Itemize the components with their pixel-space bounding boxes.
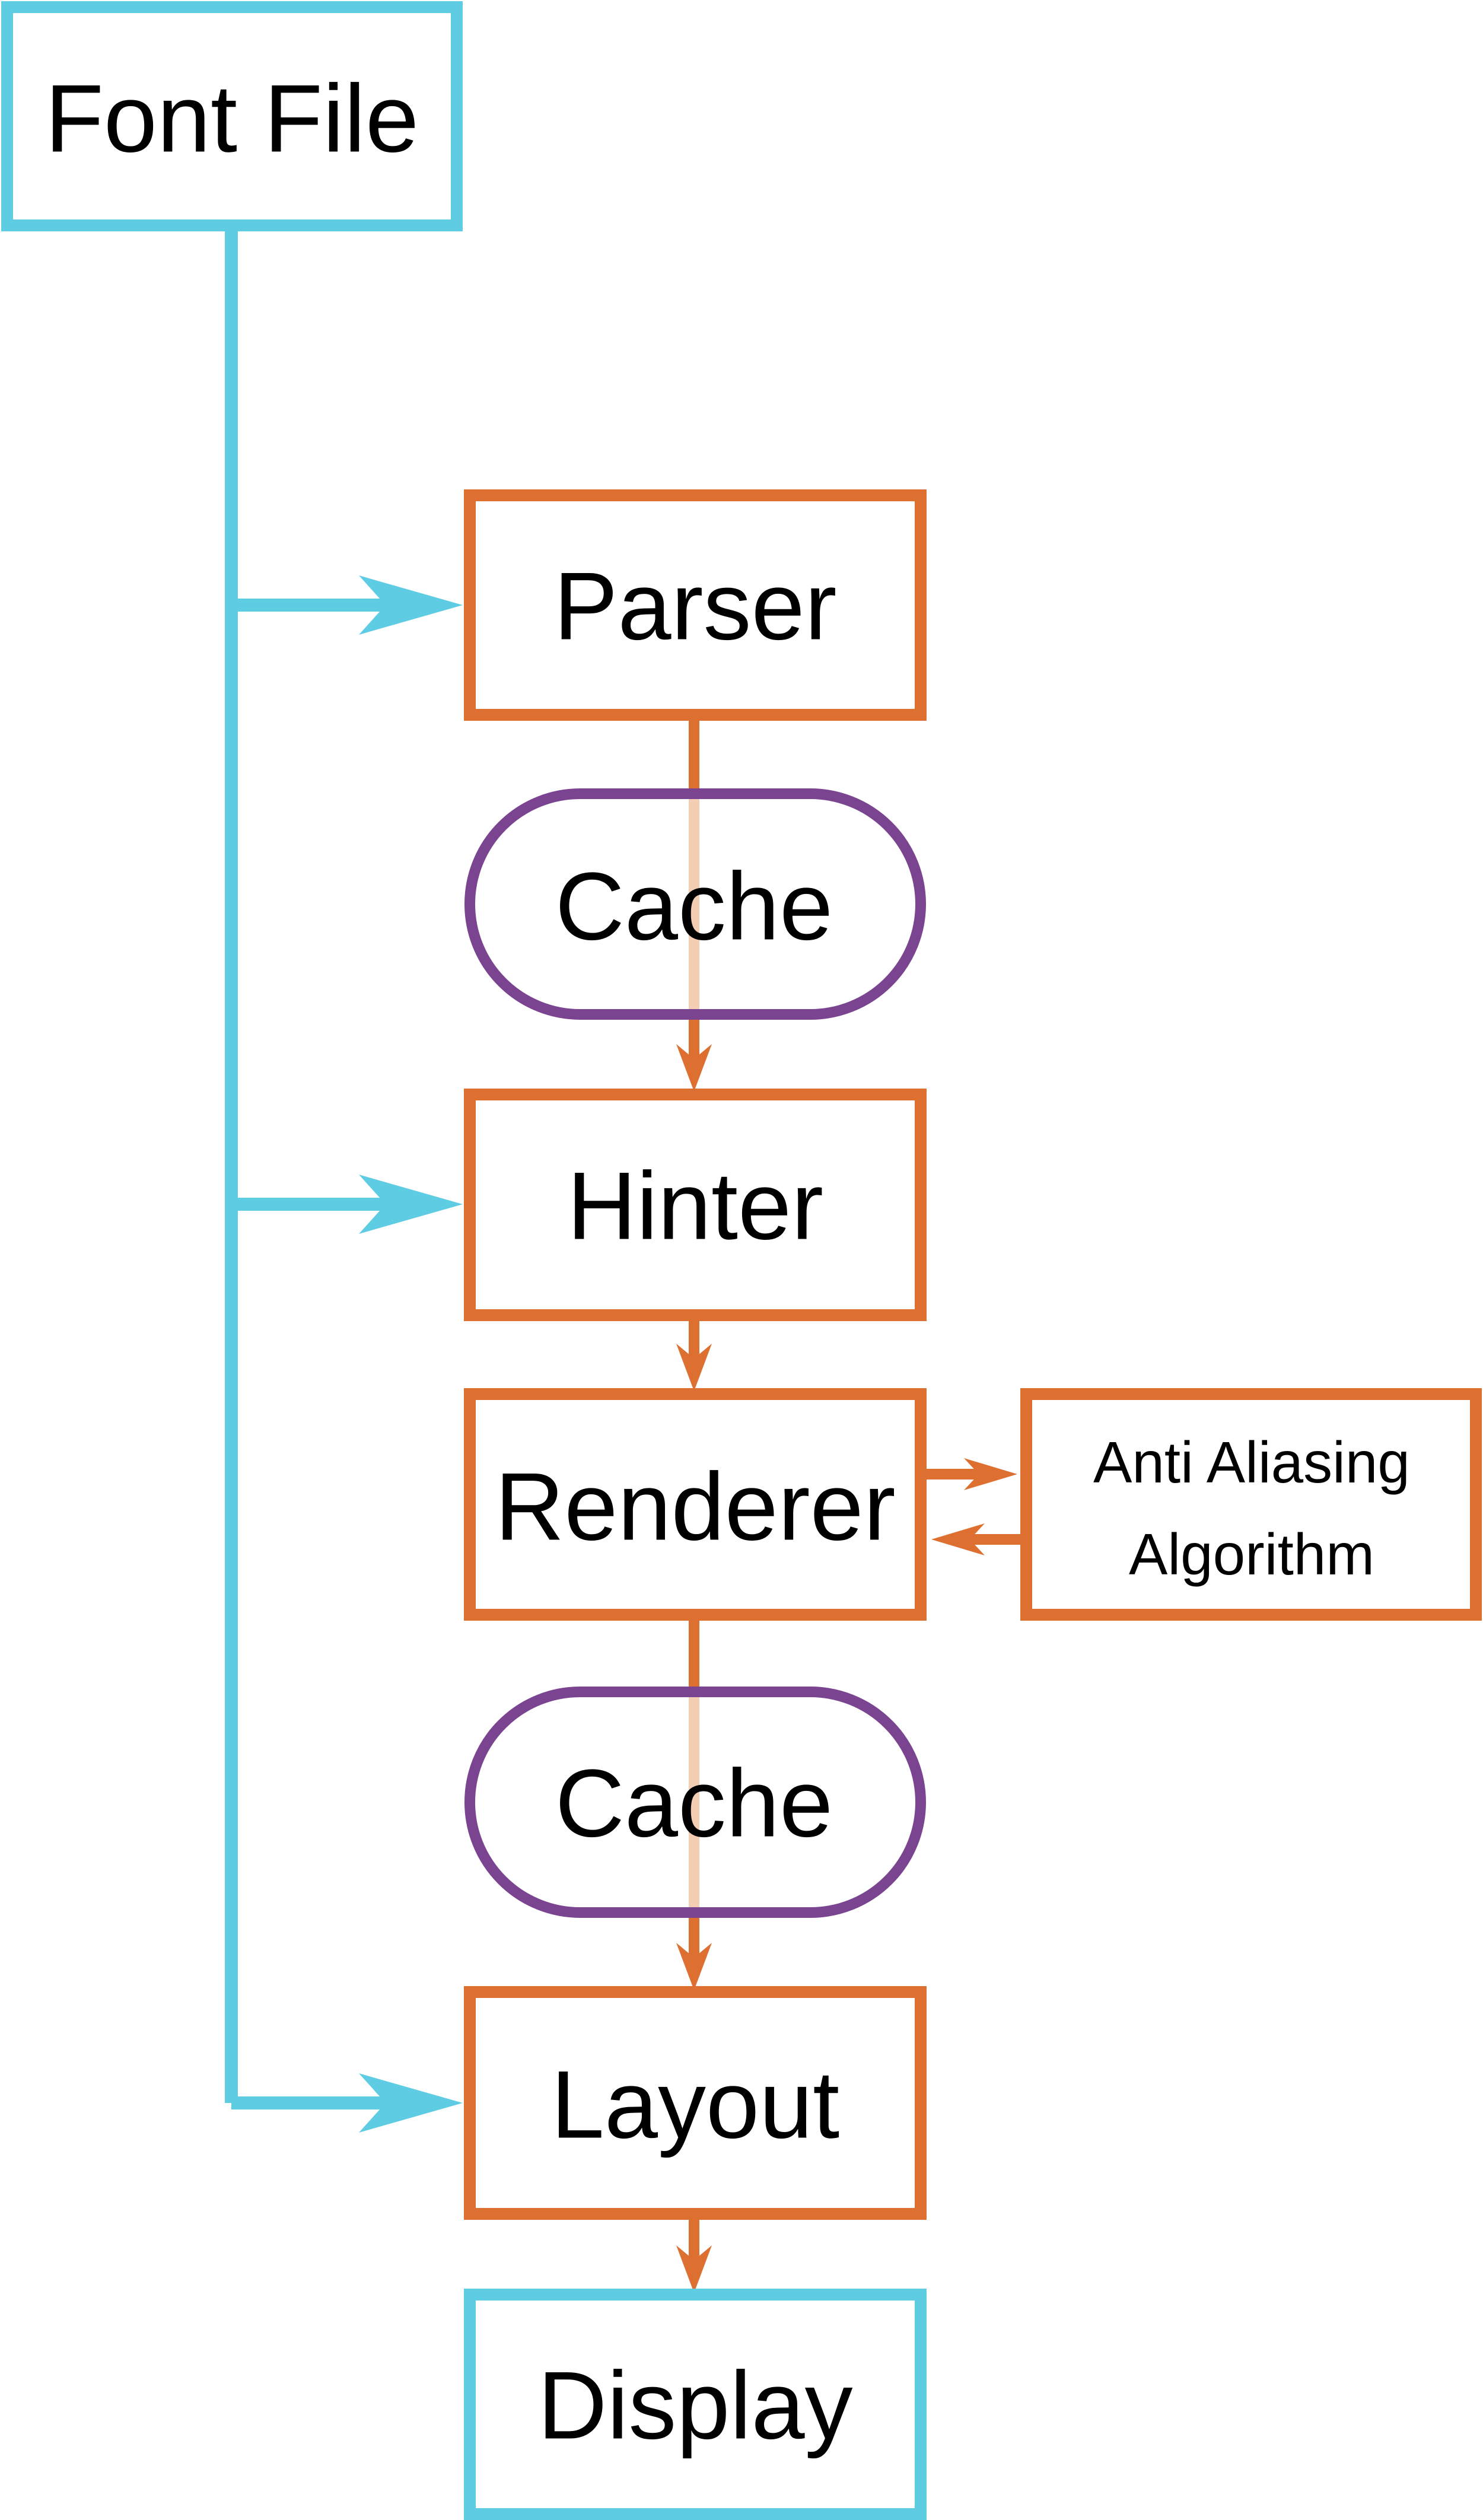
- arrowhead-to-renderer-box: [676, 1344, 712, 1391]
- node-parser: Parser: [464, 489, 927, 721]
- node-display: Display: [464, 2289, 927, 2520]
- arrowhead-to-parser: [359, 575, 463, 635]
- font-file-feed-lines: [225, 225, 415, 2109]
- hinter-label: Hinter: [567, 1153, 823, 1260]
- arrowhead-to-renderer: [931, 1523, 985, 1555]
- font-file-label: Font File: [45, 65, 419, 173]
- arrowhead-to-hinter-box: [676, 1044, 712, 1092]
- font-file-feed-arrowheads: [359, 575, 463, 2133]
- arrowhead-to-display-box: [676, 2245, 712, 2293]
- renderer-box: [464, 1388, 927, 1621]
- display-label: Display: [537, 2352, 852, 2459]
- anti-aliasing-label-line-2: Algorithm: [1129, 1522, 1374, 1587]
- parser-box: [464, 489, 927, 721]
- layout-label: Layout: [551, 2051, 839, 2159]
- cache-2-label: Cache: [555, 1750, 833, 1857]
- node-anti-aliasing-algorithm: Anti Aliasing Algorithm: [1020, 1388, 1482, 1621]
- pipeline-flow-arrowheads: [676, 1044, 712, 2293]
- anti-aliasing-label-line-1: Anti Aliasing: [1093, 1430, 1410, 1495]
- node-renderer: Renderer: [464, 1388, 927, 1621]
- anti-aliasing-box: [1020, 1388, 1482, 1621]
- arrowhead-to-layout: [359, 2073, 463, 2133]
- node-layout: Layout: [464, 1986, 927, 2220]
- anti-aliasing-exchange: [922, 1458, 1026, 1555]
- display-box: [464, 2289, 927, 2520]
- arrowhead-to-anti-aliasing: [964, 1458, 1017, 1490]
- node-cache-2: Cache: [464, 1687, 926, 1918]
- node-hinter: Hinter: [464, 1089, 927, 1321]
- arrowhead-to-layout-box: [676, 1943, 712, 1990]
- layout-box: [464, 1986, 927, 2220]
- renderer-label: Renderer: [495, 1453, 895, 1561]
- hinter-box: [464, 1089, 927, 1321]
- parser-label: Parser: [553, 553, 836, 660]
- cache-1-label: Cache: [555, 853, 833, 960]
- node-font-file: Font File: [1, 1, 463, 231]
- font-file-box: [1, 1, 463, 231]
- node-cache-1: Cache: [464, 788, 926, 1020]
- arrowhead-to-hinter: [359, 1175, 463, 1234]
